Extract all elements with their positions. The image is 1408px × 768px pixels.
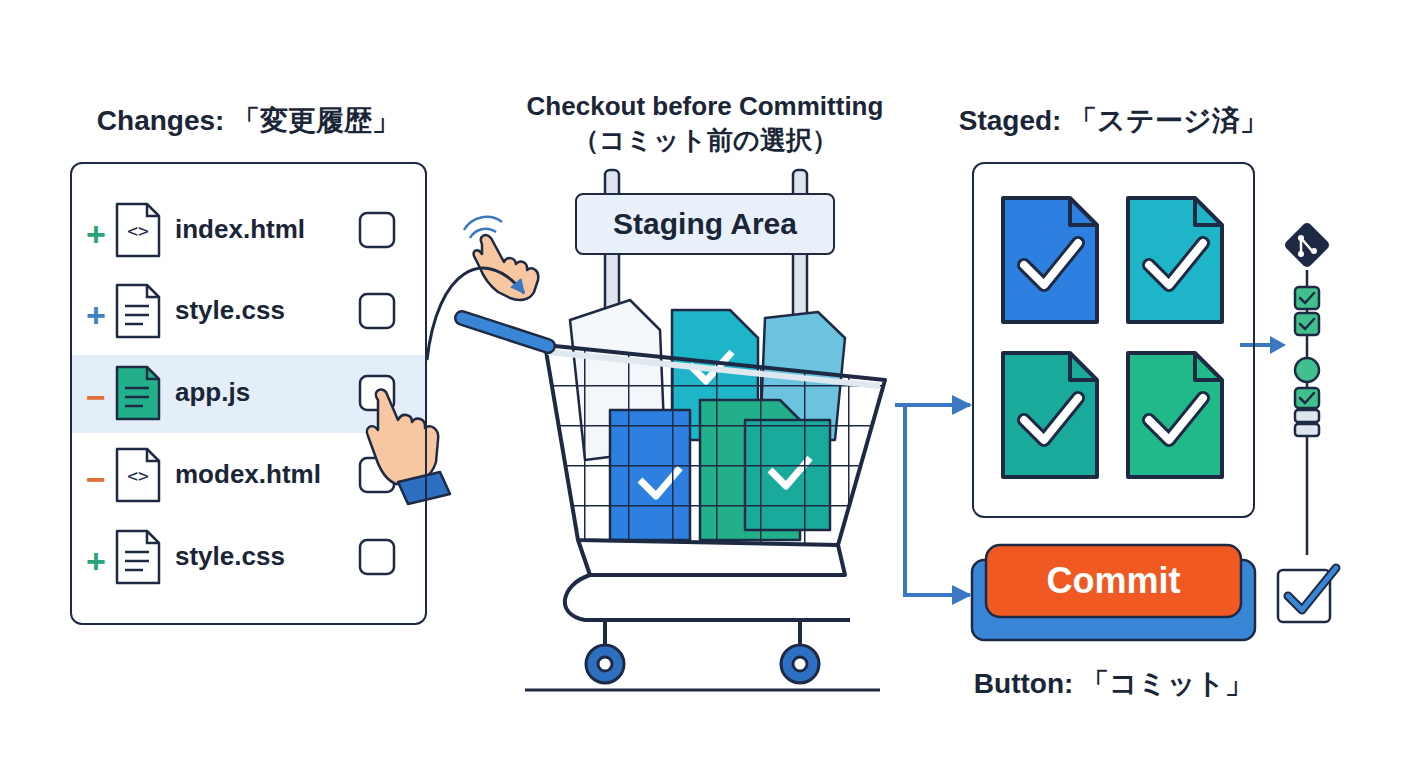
button-caption: Button: 「コミット」: [974, 665, 1253, 703]
svg-text:<>: <>: [127, 465, 149, 486]
change-sign: +: [86, 212, 106, 256]
change-sign: +: [86, 539, 106, 583]
button-text: Commit: [986, 545, 1241, 617]
change-sign: −: [86, 457, 106, 501]
file-name: style.css: [175, 294, 285, 328]
flow-arrow: [895, 405, 970, 595]
svg-text:<>: <>: [127, 220, 149, 241]
change-sign: +: [86, 293, 106, 337]
panel-heading: Staged: 「ステージ済」: [959, 102, 1268, 140]
staging-cart: Staging Area: [520, 165, 895, 690]
panel-heading: Changes: 「変更履歴」: [97, 102, 400, 140]
staged-panel: Staged: 「ステージ済」: [972, 162, 1255, 518]
file-name: index.html: [175, 213, 305, 247]
section-heading: Checkout before Committing （コミット前の選択）: [425, 90, 985, 158]
sign-text: Staging Area: [575, 193, 835, 255]
change-sign: −: [86, 375, 106, 419]
flow-arrow: [427, 268, 524, 360]
file-name: style.css: [175, 540, 285, 574]
commit-button: CommitButton: 「コミット」: [972, 545, 1255, 640]
file-name: app.js: [175, 376, 250, 410]
file-name: modex.html: [175, 458, 321, 492]
